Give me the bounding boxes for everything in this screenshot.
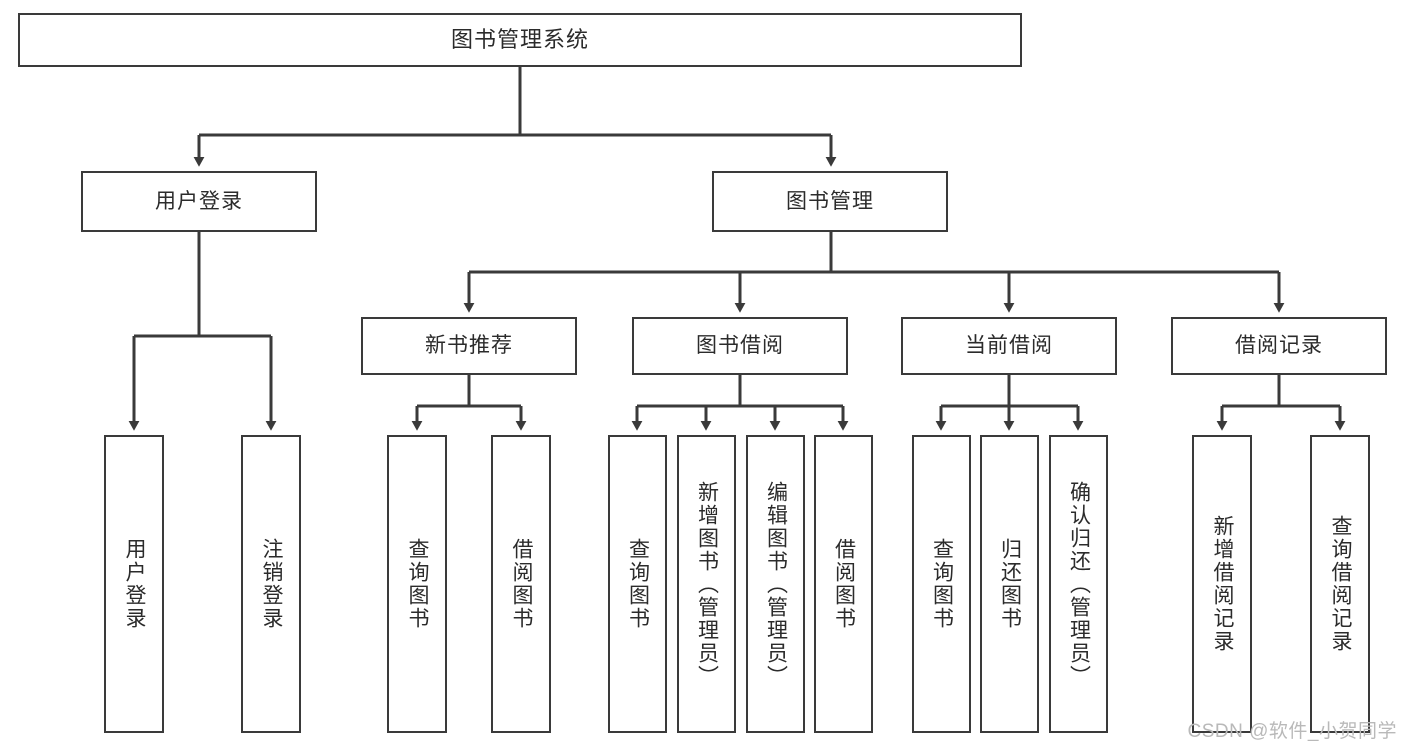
- node-book-manage[interactable]: 图书管理: [712, 171, 948, 232]
- node-new-book-rec-label: 新书推荐: [425, 334, 513, 358]
- node-leaf-add-book[interactable]: 新增图书（管理员）: [677, 435, 736, 733]
- node-leaf-query-book-3-label: 查询图书: [930, 538, 954, 630]
- node-current-borrow[interactable]: 当前借阅: [901, 317, 1117, 375]
- node-leaf-borrow-book-1-label: 借阅图书: [510, 538, 534, 630]
- node-borrow-record-label: 借阅记录: [1235, 334, 1323, 358]
- node-leaf-add-book-label: 新增图书（管理员）: [695, 480, 719, 688]
- node-leaf-add-record-label: 新增借阅记录: [1211, 515, 1235, 653]
- node-leaf-borrow-book-1[interactable]: 借阅图书: [491, 435, 551, 733]
- node-borrow-record[interactable]: 借阅记录: [1171, 317, 1387, 375]
- csdn-watermark: CSDN @软件_小贺同学: [1187, 721, 1397, 742]
- node-leaf-confirm-return-label: 确认归还（管理员）: [1067, 480, 1091, 688]
- node-leaf-return-book-label: 归还图书: [998, 538, 1022, 630]
- node-leaf-edit-book[interactable]: 编辑图书（管理员）: [746, 435, 805, 733]
- node-leaf-add-record[interactable]: 新增借阅记录: [1192, 435, 1252, 733]
- node-leaf-query-book-2[interactable]: 查询图书: [608, 435, 667, 733]
- node-leaf-query-book-1[interactable]: 查询图书: [387, 435, 447, 733]
- node-leaf-query-record[interactable]: 查询借阅记录: [1310, 435, 1370, 733]
- node-leaf-return-book[interactable]: 归还图书: [980, 435, 1039, 733]
- node-user-login-label: 用户登录: [155, 189, 243, 213]
- node-leaf-logout[interactable]: 注销登录: [241, 435, 301, 733]
- node-root[interactable]: 图书管理系统: [18, 13, 1022, 67]
- node-book-manage-label: 图书管理: [786, 189, 874, 213]
- node-new-book-rec[interactable]: 新书推荐: [361, 317, 577, 375]
- node-book-borrow-label: 图书借阅: [696, 334, 784, 358]
- node-leaf-query-record-label: 查询借阅记录: [1329, 515, 1353, 653]
- node-user-login[interactable]: 用户登录: [81, 171, 317, 232]
- node-leaf-logout-label: 注销登录: [260, 538, 284, 630]
- node-leaf-user-login-label: 用户登录: [123, 538, 147, 630]
- node-current-borrow-label: 当前借阅: [965, 334, 1053, 358]
- node-leaf-confirm-return[interactable]: 确认归还（管理员）: [1049, 435, 1108, 733]
- node-leaf-query-book-3[interactable]: 查询图书: [912, 435, 971, 733]
- node-leaf-user-login[interactable]: 用户登录: [104, 435, 164, 733]
- node-leaf-edit-book-label: 编辑图书（管理员）: [764, 480, 788, 688]
- node-leaf-query-book-1-label: 查询图书: [406, 538, 430, 630]
- node-leaf-borrow-book-2-label: 借阅图书: [832, 538, 856, 630]
- node-book-borrow[interactable]: 图书借阅: [632, 317, 848, 375]
- node-leaf-borrow-book-2[interactable]: 借阅图书: [814, 435, 873, 733]
- node-leaf-query-book-2-label: 查询图书: [626, 538, 650, 630]
- node-root-label: 图书管理系统: [450, 26, 589, 52]
